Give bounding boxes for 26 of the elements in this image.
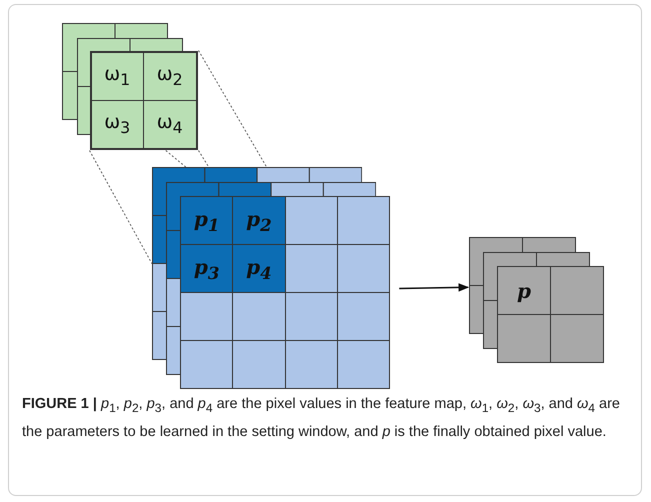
pixel-label: p	[517, 278, 531, 302]
output-cell	[497, 266, 551, 315]
projection-line	[89, 150, 152, 264]
pixel-label: p$_{2}$	[246, 206, 272, 234]
pixel-label: p$_{1}$	[194, 206, 220, 234]
pixel-label: p$_{4}$	[246, 254, 272, 282]
feature-map-cell	[232, 244, 286, 293]
figure-caption: FIGURE 1 | p$_{1}$, p$_{2}$, p$_{3}$, and p$_{4}$ are the pixel values in the feature map, ω$_{1}$, ω$_{2}$, ω$_{3}$, and ω$_{4}$ are the parameters to be learned in the setting window, and p is the finally obtained pixel value.	[22, 395, 621, 442]
pixel-label: p$_{3}$	[194, 254, 220, 282]
feature-map-cell	[180, 244, 234, 293]
kernel-window	[90, 50, 198, 150]
arrow	[399, 283, 470, 292]
weight-label: ω$_{1}$	[104, 63, 130, 89]
projection-line	[198, 150, 210, 168]
projection-line	[165, 150, 186, 168]
feature-map-cell	[180, 196, 234, 245]
weight-label: ω$_{3}$	[104, 111, 130, 137]
kernel-cell	[143, 100, 196, 148]
feature-map-cell	[232, 196, 286, 245]
kernel-cell	[90, 52, 144, 100]
weight-label: ω$_{4}$	[156, 111, 183, 137]
layer-stack	[469, 237, 607, 366]
projection-line	[198, 50, 268, 168]
weight-label: ω$_{2}$	[156, 63, 183, 89]
kernel-cell	[143, 52, 196, 100]
kernel-cell	[90, 100, 144, 148]
